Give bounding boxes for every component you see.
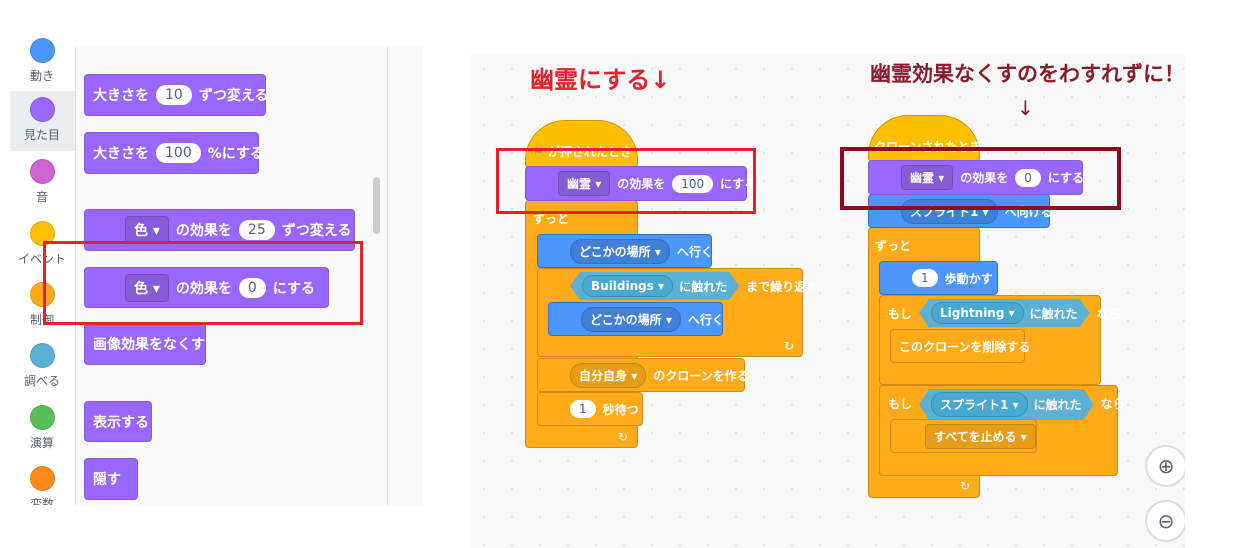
- annotation-remove-ghost: 幽霊効果なくすのをわすれずに！: [870, 62, 1185, 86]
- effect-dropdown[interactable]: 幽霊 ▾: [901, 165, 954, 190]
- touching-condition[interactable]: Lightning ▾に触れた: [919, 299, 1090, 327]
- clear-effects-block[interactable]: 画像効果をなくす: [84, 323, 206, 365]
- touching-dropdown[interactable]: スプライト1 ▾: [931, 392, 1028, 417]
- loop-arrow-icon: ↻: [784, 339, 795, 353]
- repeat-arrow-icon: ↻: [960, 479, 971, 493]
- zoom-in-button[interactable]: ⊕: [1145, 445, 1187, 487]
- effect-dropdown[interactable]: 色 ▾: [125, 216, 169, 244]
- stop-block[interactable]: すべてを止める ▾: [890, 419, 1037, 453]
- sound-dot-icon: [29, 159, 55, 184]
- effect-input[interactable]: 0: [1015, 168, 1041, 187]
- goto-block[interactable]: どこかの場所 ▾へ行く: [537, 234, 713, 268]
- stop-dropdown[interactable]: すべてを止める ▾: [925, 423, 1036, 449]
- motion-dot-icon: [29, 38, 55, 63]
- highlight-box: [43, 241, 363, 325]
- category-looks[interactable]: 見た目: [10, 97, 74, 143]
- right-margin: [1185, 0, 1253, 548]
- hide-block[interactable]: 隠す: [84, 458, 138, 500]
- effect-input[interactable]: 25: [238, 220, 275, 240]
- effect-dropdown[interactable]: 色 ▾: [125, 273, 169, 302]
- code-area-edge: [388, 47, 423, 505]
- category-motion[interactable]: 動き: [10, 38, 74, 84]
- create-clone-block[interactable]: 自分自身 ▾のクローンを作る: [537, 358, 749, 392]
- highlight-box: [496, 148, 756, 214]
- goto-dropdown[interactable]: どこかの場所 ▾: [581, 306, 681, 332]
- clone-hat-block[interactable]: [868, 115, 980, 162]
- delete-clone-block[interactable]: このクローンを削除する: [890, 329, 1030, 363]
- repeat-arrow-icon: ↻: [618, 430, 629, 444]
- zoom-out-button[interactable]: ⊖: [1145, 500, 1187, 542]
- touching-condition[interactable]: スプライト1 ▾に触れた: [919, 389, 1094, 420]
- effect-input[interactable]: 0: [238, 277, 266, 298]
- goto-dropdown[interactable]: どこかの場所 ▾: [570, 238, 670, 264]
- touching-dropdown[interactable]: Buildings ▾: [582, 275, 673, 297]
- looks-dot-icon: [29, 97, 55, 122]
- zoom-out-icon: ⊖: [1157, 509, 1175, 533]
- annotation-ghost: 幽霊にする↓: [530, 66, 671, 94]
- category-sensing[interactable]: 調べる: [10, 343, 74, 389]
- highlight-box: [840, 147, 1121, 210]
- category-control[interactable]: 制御: [10, 282, 74, 328]
- if-block[interactable]: もしスプライト1 ▾に触れたなら: [879, 385, 1125, 476]
- effect-input[interactable]: 100: [672, 174, 714, 193]
- sensing-dot-icon: [29, 343, 55, 368]
- wait-input[interactable]: 1: [570, 400, 596, 418]
- category-variables[interactable]: 変数: [10, 466, 74, 505]
- category-sound[interactable]: 音: [10, 159, 74, 205]
- goto-block[interactable]: どこかの場所 ▾へ行く: [548, 302, 724, 336]
- steps-input[interactable]: 1: [912, 269, 938, 287]
- touching-dropdown[interactable]: Lightning ▾: [931, 302, 1024, 324]
- control-dot-icon: [29, 282, 55, 307]
- show-block[interactable]: 表示する: [84, 401, 152, 442]
- size-input[interactable]: 10: [156, 85, 192, 105]
- annotation-arrow: ↓: [1017, 96, 1034, 120]
- clone-dropdown[interactable]: 自分自身 ▾: [570, 362, 647, 388]
- operators-dot-icon: [29, 405, 55, 430]
- palette-scrollbar[interactable]: [373, 177, 380, 234]
- category-operators[interactable]: 演算: [10, 405, 74, 451]
- variables-dot-icon: [29, 466, 55, 491]
- touching-condition[interactable]: Buildings ▾に触れた: [570, 272, 739, 300]
- size-input[interactable]: 100: [156, 143, 201, 163]
- effect-dropdown[interactable]: 幽霊 ▾: [558, 171, 611, 196]
- green-flag-icon: ⚑: [533, 145, 544, 159]
- zoom-in-icon: ⊕: [1157, 454, 1175, 478]
